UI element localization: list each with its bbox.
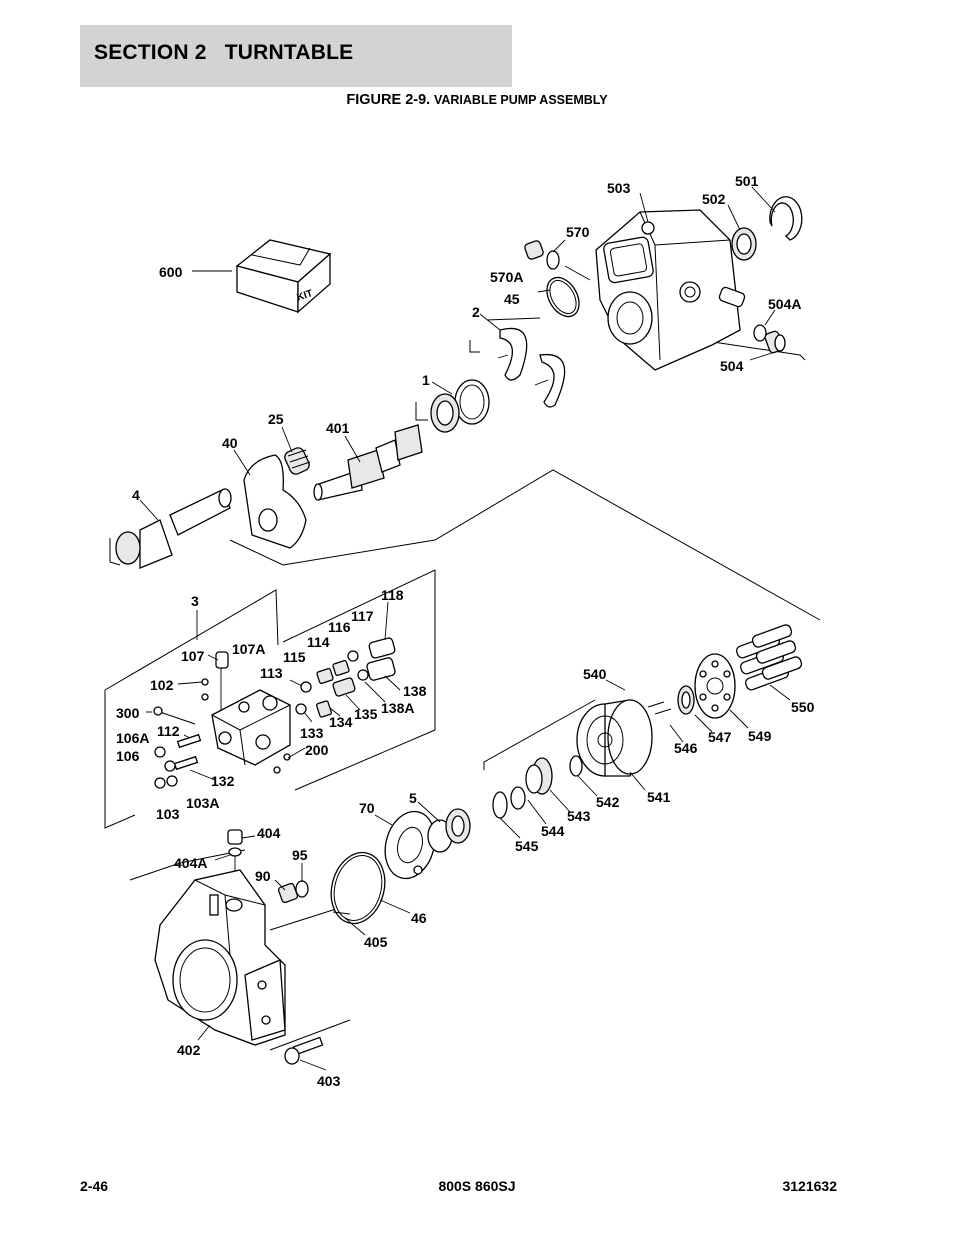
kit-box-part: KIT	[192, 239, 332, 314]
drive-shaft-part	[313, 424, 423, 501]
callout-504: 504	[720, 358, 744, 374]
bearing-part	[430, 379, 490, 433]
callout-502: 502	[702, 191, 726, 207]
callout-404a: 404A	[174, 855, 207, 871]
callout-106: 106	[116, 748, 140, 764]
callout-600: 600	[159, 264, 183, 280]
callout-570a: 570A	[490, 269, 523, 285]
callout-402: 402	[177, 1042, 201, 1058]
callout-405: 405	[364, 934, 388, 950]
callout-labels: 600 501 502 503 570 570A 45 504A 504 2 1…	[116, 173, 815, 1089]
callout-107: 107	[181, 648, 205, 664]
figure-name: VARIABLE PUMP ASSEMBLY	[433, 93, 608, 107]
callout-25: 25	[268, 411, 284, 427]
callout-3: 3	[191, 593, 199, 609]
port-plate-part	[384, 808, 471, 880]
callout-541: 541	[647, 789, 671, 805]
callout-leaders	[139, 186, 791, 1071]
footer-doc-number: 3121632	[782, 1178, 837, 1194]
servo-piston-part	[115, 488, 232, 569]
footer-page-number: 2-46	[80, 1178, 109, 1194]
callout-540: 540	[583, 666, 607, 682]
grouping-lines	[104, 317, 821, 1051]
callout-40: 40	[222, 435, 238, 451]
callout-102: 102	[150, 677, 174, 693]
end-cover-part	[595, 209, 746, 371]
callout-2: 2	[472, 304, 480, 320]
pump-housing-part	[154, 869, 286, 1046]
callout-549: 549	[748, 728, 772, 744]
cylinder-block-part	[569, 699, 653, 777]
callout-115: 115	[283, 649, 306, 665]
callout-5: 5	[409, 790, 417, 806]
callout-200: 200	[305, 742, 329, 758]
callout-544: 544	[541, 823, 565, 839]
callout-542: 542	[596, 794, 620, 810]
figure-title: FIGURE 2-9. VARIABLE PUMP ASSEMBLY	[0, 92, 954, 108]
callout-106a: 106A	[116, 730, 149, 746]
spring-part	[284, 447, 311, 475]
control-block-part	[211, 651, 291, 766]
callout-501: 501	[735, 173, 759, 189]
callout-543: 543	[567, 808, 591, 824]
seal-ring-part	[731, 196, 803, 261]
callout-70: 70	[359, 800, 375, 816]
callout-132: 132	[211, 773, 235, 789]
swash-bearing-part	[497, 327, 566, 408]
callout-103a: 103A	[186, 795, 219, 811]
callout-401: 401	[326, 420, 350, 436]
callout-4: 4	[132, 487, 140, 503]
callout-138a: 138A	[381, 700, 414, 716]
footer-model: 800S 860SJ	[438, 1178, 516, 1194]
callout-504a: 504A	[768, 296, 801, 312]
callout-114: 114	[307, 634, 330, 650]
callout-404: 404	[257, 825, 281, 841]
callout-112: 112	[157, 723, 180, 739]
kit-box-text: KIT	[295, 288, 314, 303]
section-title: SECTION 2 TURNTABLE	[94, 41, 354, 64]
bolt-part	[284, 1036, 324, 1065]
callout-135: 135	[354, 706, 378, 722]
callout-547: 547	[708, 729, 732, 745]
plug-504-part	[753, 324, 786, 354]
callout-133: 133	[300, 725, 324, 741]
callout-45: 45	[504, 291, 520, 307]
callout-46: 46	[411, 910, 427, 926]
callout-1: 1	[422, 372, 430, 388]
callout-103: 103	[156, 806, 180, 822]
callout-550: 550	[791, 699, 815, 715]
callout-113: 113	[260, 665, 283, 681]
plug-part	[524, 240, 580, 318]
figure-number: FIGURE 2-9.	[346, 92, 431, 108]
callout-545: 545	[515, 838, 539, 854]
callout-116: 116	[328, 619, 351, 635]
swash-plate-part	[243, 454, 307, 549]
callout-117: 117	[351, 608, 374, 624]
retainer-plate-part	[647, 653, 736, 719]
piston-group-part	[736, 624, 803, 691]
control-small-parts	[153, 637, 396, 789]
callout-503: 503	[607, 180, 631, 196]
o-ring-part	[330, 851, 386, 925]
section-header: SECTION 2 TURNTABLE	[80, 25, 512, 87]
callout-138: 138	[403, 683, 427, 699]
callout-95: 95	[292, 847, 308, 863]
callout-90: 90	[255, 868, 271, 884]
spring-group-part	[492, 757, 553, 819]
callout-107a: 107A	[232, 641, 265, 657]
callout-570: 570	[566, 224, 590, 240]
callout-118: 118	[381, 587, 404, 603]
callout-134: 134	[329, 714, 353, 730]
callout-546: 546	[674, 740, 698, 756]
callout-300: 300	[116, 705, 140, 721]
callout-403: 403	[317, 1073, 341, 1089]
